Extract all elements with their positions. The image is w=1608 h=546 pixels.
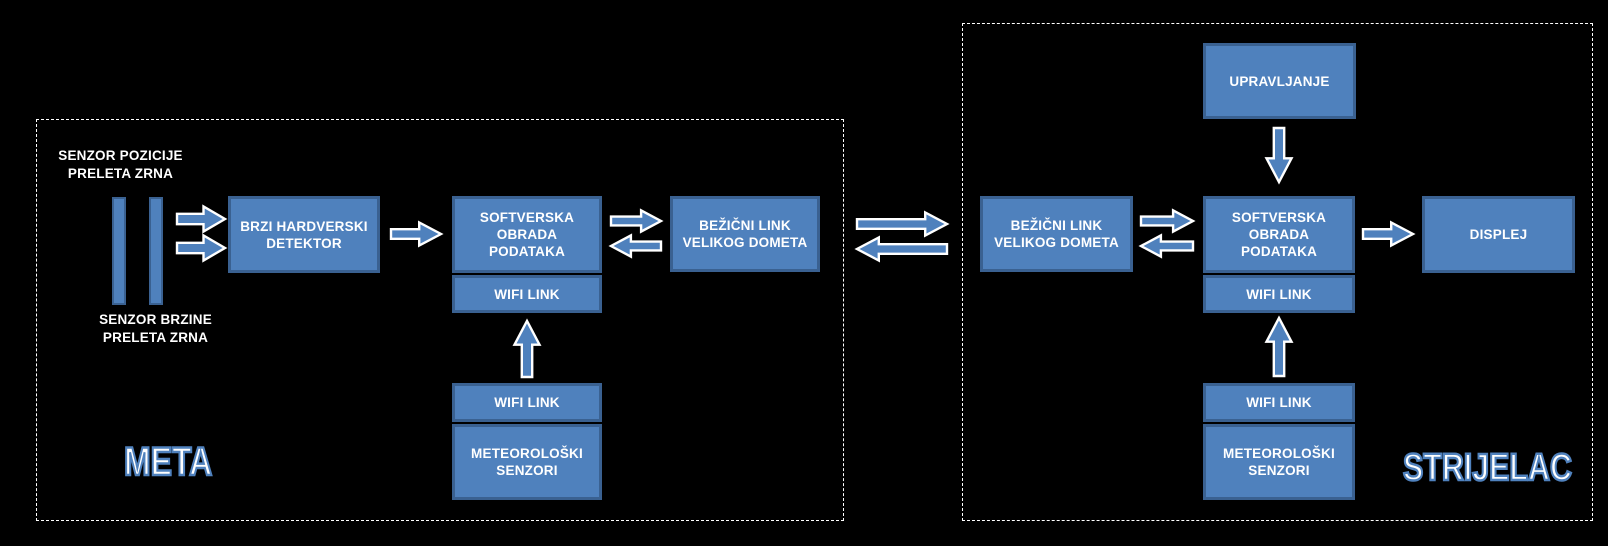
arrow-meta-to-strijelac xyxy=(855,210,950,238)
position-sensor-bar-2 xyxy=(149,197,163,305)
sensor-position-label-line2: PRELETA ZRNA xyxy=(67,166,174,181)
arrow-control-to-software xyxy=(1264,126,1294,185)
wireless-link-box-meta-line1: BEŽIČNI LINK xyxy=(699,218,791,233)
wireless-link-box-strijelac-line2: VELIKOG DOMETA xyxy=(994,235,1119,250)
meteo-sensors-box-meta-line2: SENZORI xyxy=(496,463,558,478)
detector-box-line2: DETEKTOR xyxy=(266,235,342,251)
software-box-strijelac-line1: SOFTVERSKA xyxy=(1231,210,1327,225)
arrow-software-to-display xyxy=(1361,220,1416,248)
sensor-speed-label-line2: PRELETA ZRNA xyxy=(102,330,209,345)
wireless-link-box-meta-line2: VELIKOG DOMETA xyxy=(682,235,808,250)
strijelac-section-title: STRIJELAC xyxy=(1402,446,1573,490)
wifi-link-lower-box-strijelac: WIFI LINK xyxy=(1203,383,1355,422)
wireless-link-box-meta: BEŽIČNI LINK VELIKOG DOMETA xyxy=(670,196,820,272)
sensor-speed-label-line1: SENZOR BRZINE xyxy=(99,312,212,327)
software-box-strijelac-line2: OBRADA xyxy=(1248,227,1310,242)
arrow-wireless-to-software-meta xyxy=(608,233,663,259)
software-box-meta-line2: OBRADA xyxy=(496,227,558,242)
arrow-detector-to-software xyxy=(389,220,444,248)
arrow-meteo-to-wifi-meta xyxy=(512,318,542,379)
meteo-sensors-box-meta-line1: METEOROLOŠKI xyxy=(471,446,583,461)
meteo-sensors-box-strijelac-line1: METEOROLOŠKI xyxy=(1223,446,1335,461)
arrow-software-to-wireless-meta xyxy=(609,208,664,234)
software-box-strijelac: SOFTVERSKA OBRADA PODATAKA xyxy=(1203,196,1355,273)
meteo-sensors-box-meta: METEOROLOŠKI SENZORI xyxy=(452,424,602,500)
wireless-link-box-strijelac-line1: BEŽIČNI LINK xyxy=(1010,218,1103,233)
wireless-link-box-strijelac: BEŽIČNI LINK VELIKOG DOMETA xyxy=(980,196,1133,272)
software-box-meta: SOFTVERSKA OBRADA PODATAKA xyxy=(452,196,602,273)
sensor-position-label-line1: SENZOR POZICIJE xyxy=(58,148,183,163)
arrow-strijelac-to-meta xyxy=(854,235,949,263)
software-box-strijelac-line3: PODATAKA xyxy=(1240,244,1318,259)
wifi-link-lower-box-meta: WIFI LINK xyxy=(452,383,602,422)
detector-box: BRZI HARDVERSKI DETEKTOR xyxy=(228,196,380,273)
meteo-sensors-box-strijelac-line2: SENZORI xyxy=(1248,463,1310,478)
meta-section xyxy=(36,119,844,521)
arrow-meteo-to-wifi-strijelac xyxy=(1264,315,1294,378)
software-box-meta-line3: PODATAKA xyxy=(488,244,566,259)
sensor-speed-label: SENZOR BRZINE PRELETA ZRNA xyxy=(73,311,238,347)
arrow-sensors-to-detector-1 xyxy=(175,204,228,234)
position-sensor-bar-1 xyxy=(112,197,126,305)
arrow-software-to-wireless-strijelac xyxy=(1138,233,1195,259)
arrow-sensors-to-detector-2 xyxy=(175,233,228,263)
detector-box-line1: BRZI HARDVERSKI xyxy=(240,218,368,234)
wifi-link-upper-box-meta: WIFI LINK xyxy=(452,275,602,313)
meta-section-title: META xyxy=(123,439,213,486)
display-box: DISPLEJ xyxy=(1422,196,1575,273)
wifi-link-upper-box-strijelac: WIFI LINK xyxy=(1203,275,1355,313)
sensor-position-label: SENZOR POZICIJE PRELETA ZRNA xyxy=(38,147,203,183)
arrow-wireless-to-software-strijelac xyxy=(1139,208,1196,234)
strijelac-section xyxy=(962,23,1593,521)
control-box: UPRAVLJANJE xyxy=(1203,43,1356,119)
software-box-meta-line1: SOFTVERSKA xyxy=(479,210,575,225)
meteo-sensors-box-strijelac: METEOROLOŠKI SENZORI xyxy=(1203,424,1355,500)
